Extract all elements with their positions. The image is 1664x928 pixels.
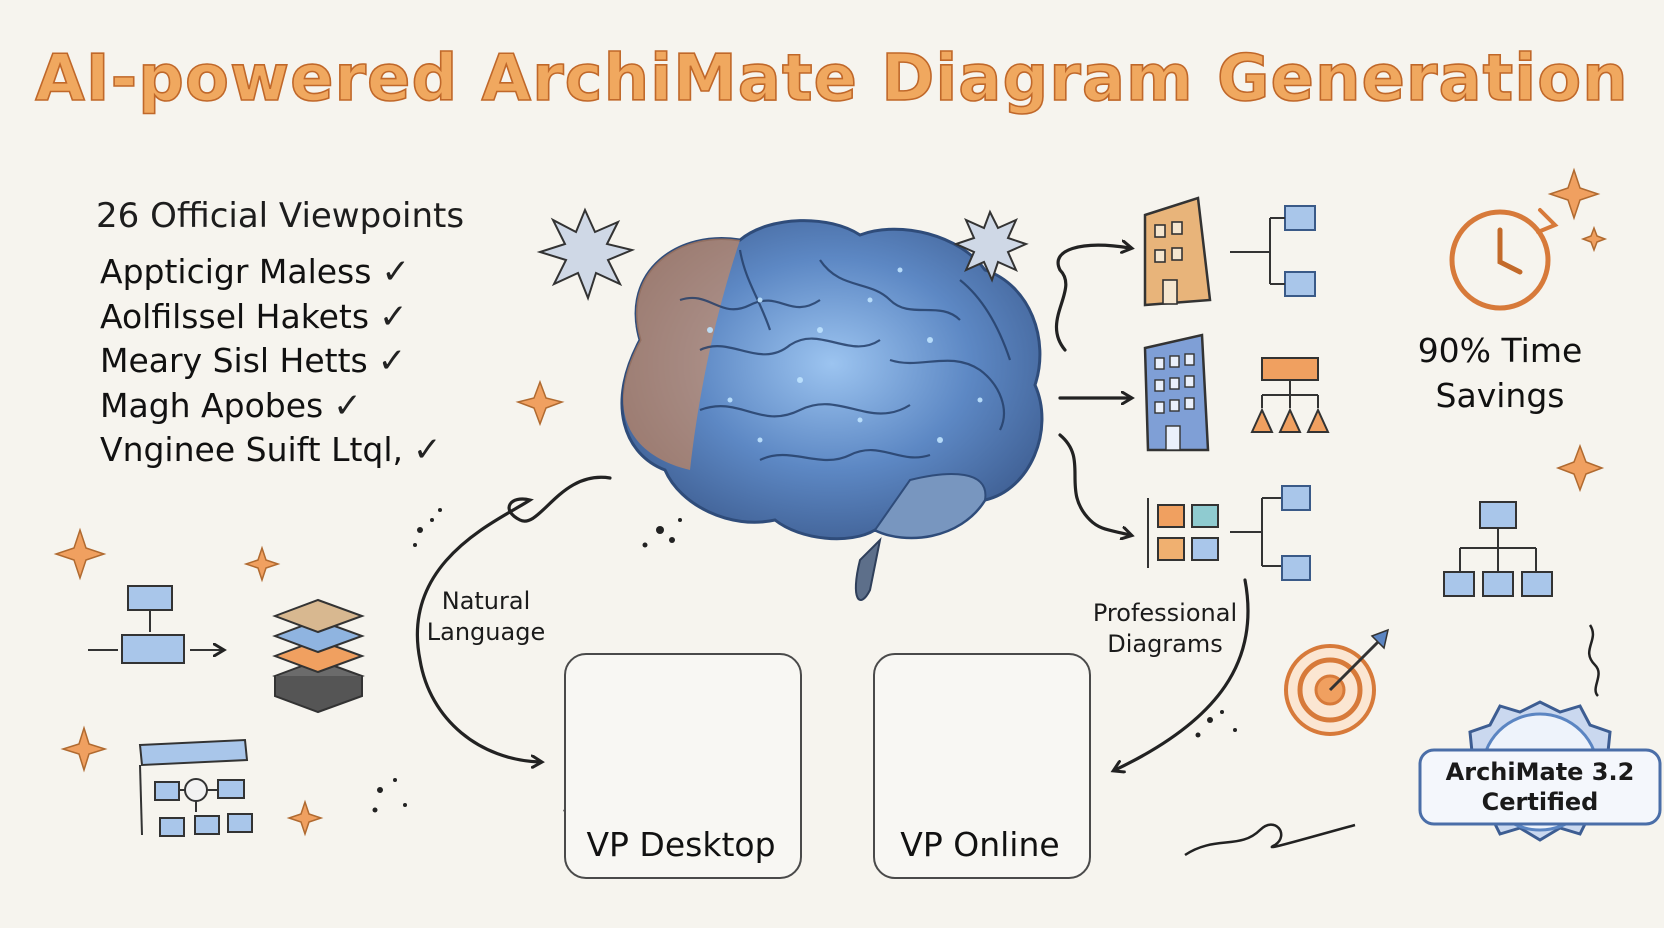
viewpoints-list: Appticigr Maless✓ Aolfilssel Hakets✓ Mea… [100,250,442,473]
viewpoint-label: Appticigr Maless [100,252,372,291]
clock-icon [1449,208,1559,311]
check-icon: ✓ [377,341,407,381]
building-icon [1143,333,1210,452]
grid-diagram-icon [1147,485,1311,581]
page-title: AI-powered ArchiMate Diagram Generation [34,41,1629,117]
badge-line: ArchiMate 3.2 [1445,758,1635,786]
vp-desktop-label: VP Desktop [586,825,776,864]
natural-language-line: Natural [441,587,531,615]
org-chart-icon [1443,501,1553,597]
viewpoint-item: Magh Apobes✓ [100,384,442,429]
building-icon [1143,196,1212,307]
layers-icon [272,598,365,714]
hierarchy-icon [1250,357,1330,433]
natural-language-line: Language [426,618,546,646]
check-icon: ✓ [333,385,362,426]
viewpoint-item: Aolfilssel Hakets✓ [100,295,442,340]
viewpoint-label: Magh Apobes [100,385,324,425]
sparkle-icon [1547,167,1601,221]
hierarchy-icon [1230,205,1316,297]
badge-icon [1418,700,1662,842]
viewpoint-label: Meary Sisl Hetts [100,341,368,380]
vp-desktop-card [564,653,802,879]
sparkle-icon [515,379,565,427]
viewpoints-heading: 26 Official Viewpoints [96,196,465,236]
viewpoint-label: Vnginee Suift Ltql, [100,430,404,469]
viewpoint-item: Meary Sisl Hetts✓ [100,339,442,384]
sparkle-icon [1555,443,1605,493]
viewpoint-label: Aolfilssel Hakets [100,296,370,336]
professional-diagrams-line: Professional [1092,599,1238,627]
professional-diagrams-line: Diagrams [1107,630,1223,658]
sparkle-icon [1580,225,1608,253]
badge-line: Certified [1481,788,1599,816]
check-icon: ✓ [381,252,410,292]
viewpoint-item: Vnginee Suift Ltql,✓ [100,428,442,473]
sparkle-icon [286,799,324,837]
natural-language-label: Natural Language [416,586,556,648]
starburst-icon [953,209,1029,283]
target-icon [1284,628,1390,736]
viewpoint-item: Appticigr Maless✓ [100,250,442,295]
certified-badge-label: ArchiMate 3.2 Certified [1420,757,1660,817]
check-icon: ✓ [379,296,408,337]
professional-diagrams-label: Professional Diagrams [1080,598,1250,660]
vp-online-card [873,653,1091,879]
starburst-icon [536,207,636,301]
sparkle-icon [60,725,108,773]
sparkle-icon [53,527,107,581]
time-savings-line: Savings [1435,376,1565,415]
vp-online-label: VP Online [900,825,1060,864]
brain-icon [620,219,1044,601]
sparkle-icon [243,545,281,583]
check-icon: ✓ [413,430,442,470]
time-savings-line: 90% Time [1417,331,1583,370]
flowchart-icon [138,738,253,837]
flowchart-icon [88,585,222,664]
time-savings-label: 90% Time Savings [1400,328,1600,418]
